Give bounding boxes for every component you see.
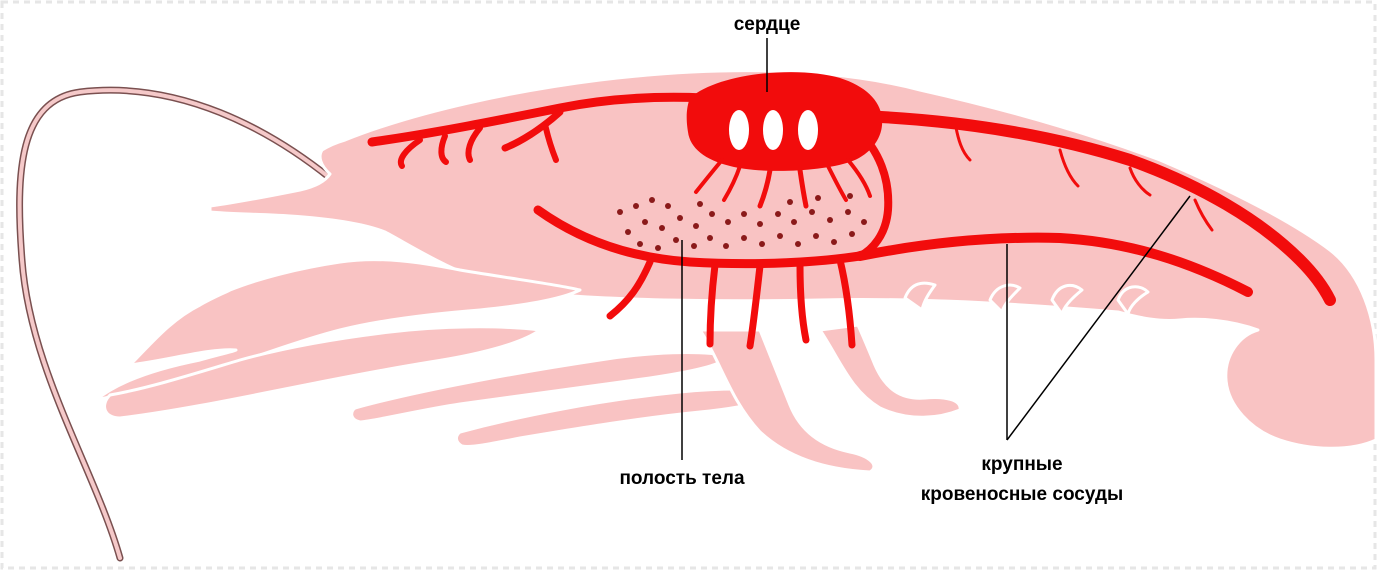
walking-leg-4 <box>820 325 960 417</box>
heart-ostia <box>729 110 818 150</box>
heart-label: сердце <box>734 14 801 35</box>
ostium-2 <box>763 110 783 150</box>
ostium-3 <box>798 110 818 150</box>
body-cavity-label: полость тела <box>619 468 745 489</box>
vessels-label-line-2: кровеносные сосуды <box>921 484 1124 505</box>
vessels-label-line-1: крупные <box>981 454 1062 475</box>
ostium-1 <box>729 110 749 150</box>
heart <box>687 72 883 171</box>
